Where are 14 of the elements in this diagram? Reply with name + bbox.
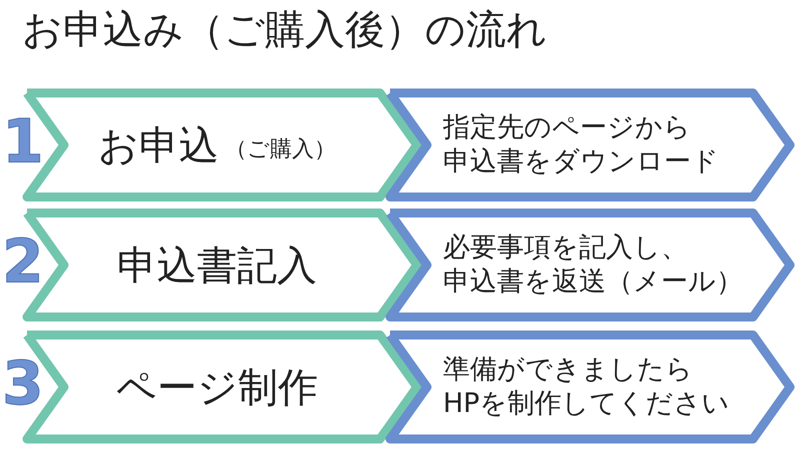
step-description: 指定先のページから申込書をダウンロード xyxy=(443,111,719,179)
chevron-step-panel xyxy=(385,88,795,202)
chevron-step-panel xyxy=(385,330,795,444)
step-number: 3 xyxy=(2,349,44,419)
chevron-step-panel xyxy=(385,208,795,322)
step-number: 2 xyxy=(2,227,44,297)
step-description: 準備ができましたらHPを制作してください xyxy=(443,353,730,421)
step-description: 必要事項を記入し、申込書を返送（メール） xyxy=(443,231,743,299)
step-title: お申込 xyxy=(98,122,219,170)
step-note: （ご購入） xyxy=(225,136,336,164)
step-number: 1 xyxy=(2,107,44,177)
title: お申込み（ご購入後）の流れ xyxy=(22,6,547,55)
step-title: 申込書記入 xyxy=(117,242,317,290)
step-title: ページ制作 xyxy=(116,364,318,412)
